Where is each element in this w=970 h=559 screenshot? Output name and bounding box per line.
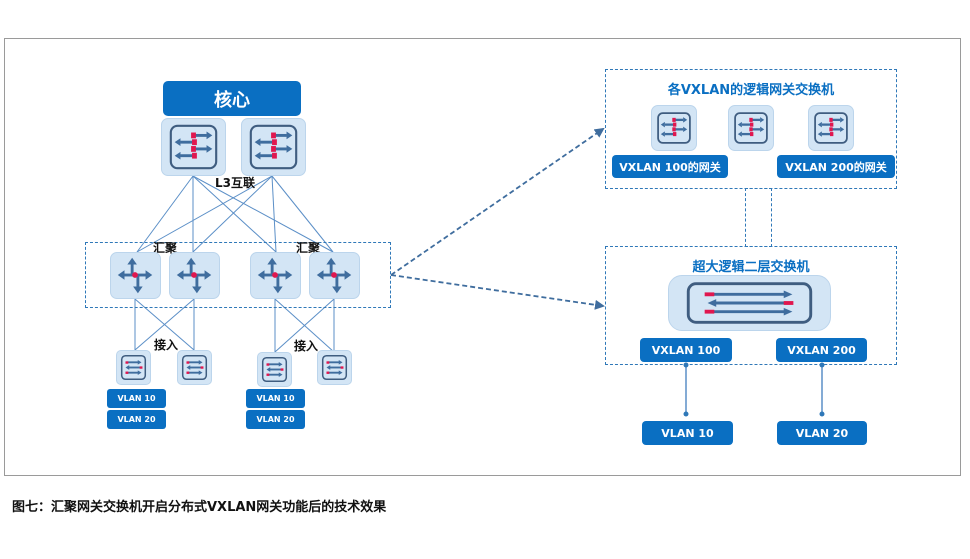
aggregation-switch[interactable]: [250, 252, 301, 299]
l2-switch-icon: [686, 282, 813, 324]
diagram-frame: [4, 38, 961, 476]
aggregation-switch[interactable]: [169, 252, 220, 299]
l2-switch-icon: [261, 356, 288, 383]
access-switch[interactable]: [177, 350, 212, 385]
vlan-badge: VLAN 20: [246, 410, 305, 429]
l3-interconnect-label: L3互联: [215, 176, 255, 190]
router-icon: [176, 257, 212, 294]
l3-switch-icon: [814, 112, 848, 144]
l3-switch-icon: [657, 112, 691, 144]
access-switch[interactable]: [257, 352, 292, 387]
core-to-aggregation-links: [136, 175, 334, 253]
aggregation-label: 汇聚: [153, 241, 178, 255]
vxlan-label: VXLAN 200: [776, 338, 867, 362]
vxlan-to-vlan-links: [683, 362, 825, 417]
vlan-badge: VLAN 20: [107, 410, 166, 429]
vxlan-label: VXLAN 100: [640, 338, 732, 362]
vlan-badge: VLAN 10: [246, 389, 305, 408]
access-label: 接入: [294, 339, 319, 353]
access-switch[interactable]: [317, 350, 352, 385]
l3-switch-icon: [249, 124, 298, 170]
l2-switch-icon: [181, 354, 208, 381]
box-connector: [745, 188, 772, 247]
vlan-badge: VLAN 10: [107, 389, 166, 408]
mapping-arrows: [390, 127, 605, 310]
vlan-badge: VLAN 20: [777, 421, 867, 445]
logical-gateway-title: 各VXLAN的逻辑网关交换机: [667, 83, 835, 98]
gateway-switch[interactable]: [651, 105, 697, 151]
aggregation-group: [85, 242, 391, 308]
aggregation-switch[interactable]: [110, 252, 161, 299]
l2-switch-icon: [321, 354, 348, 381]
gateway-label: VXLAN 200的网关: [777, 155, 895, 178]
router-icon: [117, 257, 153, 294]
access-label: 接入: [154, 338, 179, 352]
logical-l2-title: 超大逻辑二层交换机: [692, 260, 810, 275]
gateway-switch[interactable]: [808, 105, 854, 151]
vlan-badge: VLAN 10: [642, 421, 733, 445]
l3-switch-icon: [734, 112, 768, 144]
core-layer-title: 核心: [163, 81, 301, 116]
big-l2-switch[interactable]: [668, 275, 831, 331]
aggregation-switch[interactable]: [309, 252, 360, 299]
aggregation-label: 汇聚: [296, 241, 321, 255]
router-icon: [316, 257, 352, 294]
gateway-label: VXLAN 100的网关: [612, 155, 728, 178]
gateway-switch[interactable]: [728, 105, 774, 151]
logical-l2-box: [605, 246, 897, 365]
l2-switch-icon: [120, 354, 147, 381]
access-switch[interactable]: [116, 350, 151, 385]
l3-switch-icon: [169, 124, 218, 170]
core-switch[interactable]: [161, 118, 226, 176]
core-switch[interactable]: [241, 118, 306, 176]
figure-caption: 图七：汇聚网关交换机开启分布式VXLAN网关功能后的技术效果: [12, 500, 387, 515]
router-icon: [257, 257, 293, 294]
